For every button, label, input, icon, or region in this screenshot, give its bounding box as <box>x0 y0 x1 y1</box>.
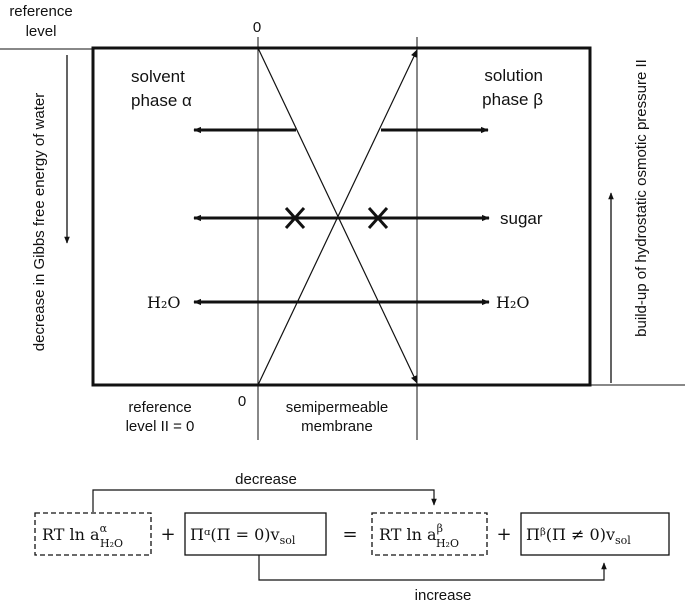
membrane-label-2: membrane <box>301 418 373 435</box>
equals-sign: = <box>342 524 357 545</box>
sugar-block-mark-left <box>284 206 306 230</box>
sugar-label: sugar <box>500 209 543 228</box>
term2-text: Πᵅ(Π = 0)vsol <box>190 525 296 547</box>
increase-connector <box>258 555 607 581</box>
term4-text: Πᵝ(Π ≠ 0)vsol <box>526 525 631 547</box>
zero-top-label: 0 <box>253 19 261 36</box>
diagonal-arrow-down <box>257 47 418 384</box>
plus-sign-1: + <box>160 524 175 545</box>
reference-level-bottom-label-2: level II = 0 <box>126 418 195 435</box>
reference-level-top-label-2: level <box>26 23 57 40</box>
water-right-label: H₂O <box>496 293 529 312</box>
plus-sign-2: + <box>496 524 511 545</box>
reference-level-bottom-label: reference <box>128 399 191 416</box>
zero-bottom-label: 0 <box>238 393 246 410</box>
solvent-phase-label-2: phase α <box>131 91 192 110</box>
term4-box <box>520 512 670 556</box>
term1-box <box>34 512 152 556</box>
increase-label: increase <box>415 587 472 604</box>
solution-phase-label-2: phase β <box>482 90 543 109</box>
reference-level-top-label: reference <box>9 3 72 20</box>
membrane-label: semipermeable <box>286 399 389 416</box>
term3-box <box>371 512 488 556</box>
container-box <box>91 46 592 387</box>
left-axis-label: decrease in Gibbs free energy of water <box>31 93 48 351</box>
decrease-connector <box>92 489 437 512</box>
decrease-label: decrease <box>235 471 297 488</box>
right-axis-label: build-up of hydrostatic osmotic pressure… <box>633 59 650 337</box>
solution-phase-label: solution <box>484 66 543 85</box>
solvent-phase-label: solvent <box>131 67 185 86</box>
term2-box <box>184 512 327 556</box>
water-left-label: H₂O <box>147 293 180 312</box>
sugar-block-mark-right <box>367 206 389 230</box>
